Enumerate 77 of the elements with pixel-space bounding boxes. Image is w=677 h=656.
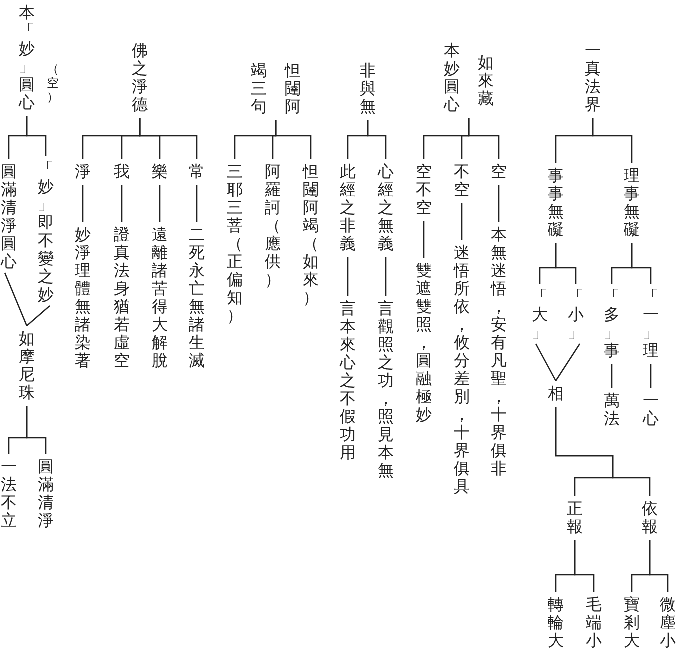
tree-label: 樂 — [152, 163, 168, 181]
tree-label: 竭三句 — [251, 62, 267, 116]
dash-line — [611, 364, 613, 388]
tree-label: 不空 — [454, 163, 470, 199]
merge-line — [26, 306, 50, 326]
tree-label: 證真法身猶若虛空 — [114, 226, 130, 370]
connector-line — [423, 118, 470, 159]
tree-label: 事事無礙 — [548, 167, 564, 239]
tree-label: 依報 — [642, 500, 658, 536]
tree-label: 此經之非義 — [340, 163, 356, 253]
tree-label: 非與無 — [360, 62, 376, 116]
tree-label: 一真法界 — [585, 42, 601, 114]
tree-label: 佛之淨德 — [132, 42, 148, 114]
dash-line — [385, 257, 387, 296]
dash-line — [196, 185, 198, 222]
tree-label: 妙淨理體無諸染著 — [75, 226, 91, 370]
tree-label: 雙遮雙照，圓融極妙 — [416, 262, 432, 424]
tree-label: 圓滿清淨 — [38, 458, 54, 530]
tree-label: 本無迷悟，安有凡聖，十界俱非 — [491, 226, 507, 478]
connector-line — [649, 540, 669, 592]
tree-label: 萬法 — [604, 392, 620, 428]
dash-line — [159, 185, 161, 222]
tree-label: 「一」理 — [643, 288, 659, 360]
merge-line — [535, 344, 557, 382]
tree-label: 理事無礙 — [624, 167, 640, 239]
tree-label: 正報 — [567, 500, 583, 536]
dash-line — [82, 185, 84, 222]
tree-label: 「小」 — [568, 288, 584, 342]
connector-line — [574, 540, 595, 592]
tree-label: 遠離諸苦得大解脫 — [152, 226, 168, 370]
tree-label: 如來藏 — [478, 54, 494, 108]
tree-label: 阿羅訶（應供） — [265, 163, 281, 289]
side-note: （空） — [47, 62, 59, 104]
tree-label: 相 — [548, 385, 564, 403]
dash-line — [423, 221, 425, 258]
dash-line — [347, 257, 349, 296]
tree-label: 怛闥阿 — [285, 62, 301, 116]
tree-label: 怛闥阿竭（如來） — [303, 163, 319, 307]
connector-line — [631, 243, 652, 284]
tree-label: 一法不立 — [1, 458, 17, 530]
tree-label: 空 — [491, 163, 507, 181]
connector-line — [26, 406, 47, 454]
dash-line — [498, 185, 500, 222]
tree-label: 淨 — [75, 163, 91, 181]
tree-label: 迷悟所依，攸分差別，十界俱具 — [454, 244, 470, 496]
tree-label: 心經之無義 — [378, 163, 394, 253]
tree-label: 轉輪大 — [548, 596, 564, 650]
connector-line — [82, 118, 141, 159]
tree-label: 一心 — [643, 392, 659, 428]
tree-label: 如摩尼珠 — [19, 330, 35, 402]
merge-line — [4, 272, 28, 326]
connector-line — [555, 407, 651, 496]
tree-label: 「妙」即不變之妙 — [38, 160, 54, 304]
tree-label: 寶剎大 — [624, 596, 640, 650]
tree-label: 空不空 — [416, 163, 432, 217]
tree-label: 本妙圓心 — [444, 42, 460, 114]
tree-label: 常 — [189, 163, 205, 181]
merge-line — [555, 344, 581, 382]
tree-label: 圓滿清淨圓心 — [1, 163, 17, 271]
connector-line — [234, 120, 277, 159]
tree-label: 我 — [114, 163, 130, 181]
connector-line — [26, 116, 47, 156]
dash-line — [121, 185, 123, 222]
tree-label: 三耶三菩（正偏知） — [227, 163, 243, 325]
connector-line — [347, 120, 369, 159]
tree-label: 二死永亡無諸生滅 — [189, 226, 205, 370]
dash-line — [650, 364, 652, 388]
connector-line — [592, 118, 633, 163]
tree-label: 微塵小 — [660, 596, 676, 650]
tree-label: 「大」 — [532, 288, 548, 342]
tree-label: 言本來心之不假功用 — [340, 300, 356, 462]
tree-label: 言觀照之功，照見本無 — [378, 300, 394, 480]
connector-line — [555, 243, 577, 284]
tree-label: 本「妙」圓心 — [19, 4, 35, 112]
dash-line — [461, 203, 463, 240]
tree-label: 毛端小 — [586, 596, 602, 650]
tree-label: 「多」事 — [604, 288, 620, 360]
